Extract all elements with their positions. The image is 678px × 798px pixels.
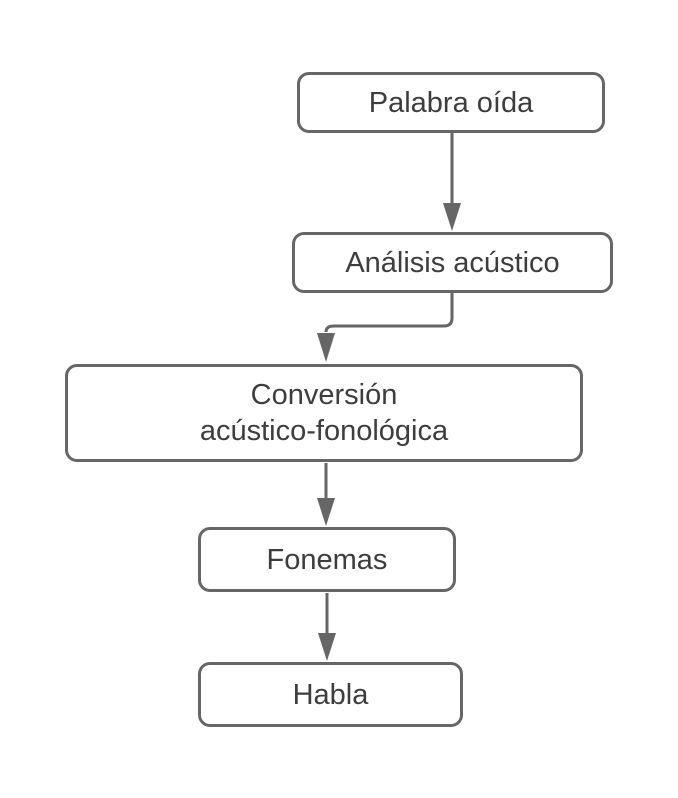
node-fonemas-label: Fonemas <box>266 543 388 576</box>
arrowhead-analisis-to-conversion <box>317 333 335 362</box>
arrowhead-conversion-to-fonemas <box>317 498 335 526</box>
node-habla-label: Habla <box>292 678 369 711</box>
node-palabra-oida-label: Palabra oída <box>368 86 534 119</box>
node-conversion-acustico-fonologica: Conversión acústico-fonológica <box>65 364 583 462</box>
node-analisis-acustico: Análisis acústico <box>292 232 613 293</box>
arrowhead-palabra-to-analisis <box>443 203 461 231</box>
arrowhead-fonemas-to-habla <box>318 633 336 661</box>
node-palabra-oida: Palabra oída <box>297 72 605 133</box>
node-analisis-acustico-label: Análisis acústico <box>345 246 560 279</box>
node-fonemas: Fonemas <box>198 527 456 592</box>
node-conversion-acustico-fonologica-label: Conversión acústico-fonológica <box>199 379 449 447</box>
edge-analisis-to-conversion <box>324 293 454 333</box>
node-habla: Habla <box>198 662 463 727</box>
